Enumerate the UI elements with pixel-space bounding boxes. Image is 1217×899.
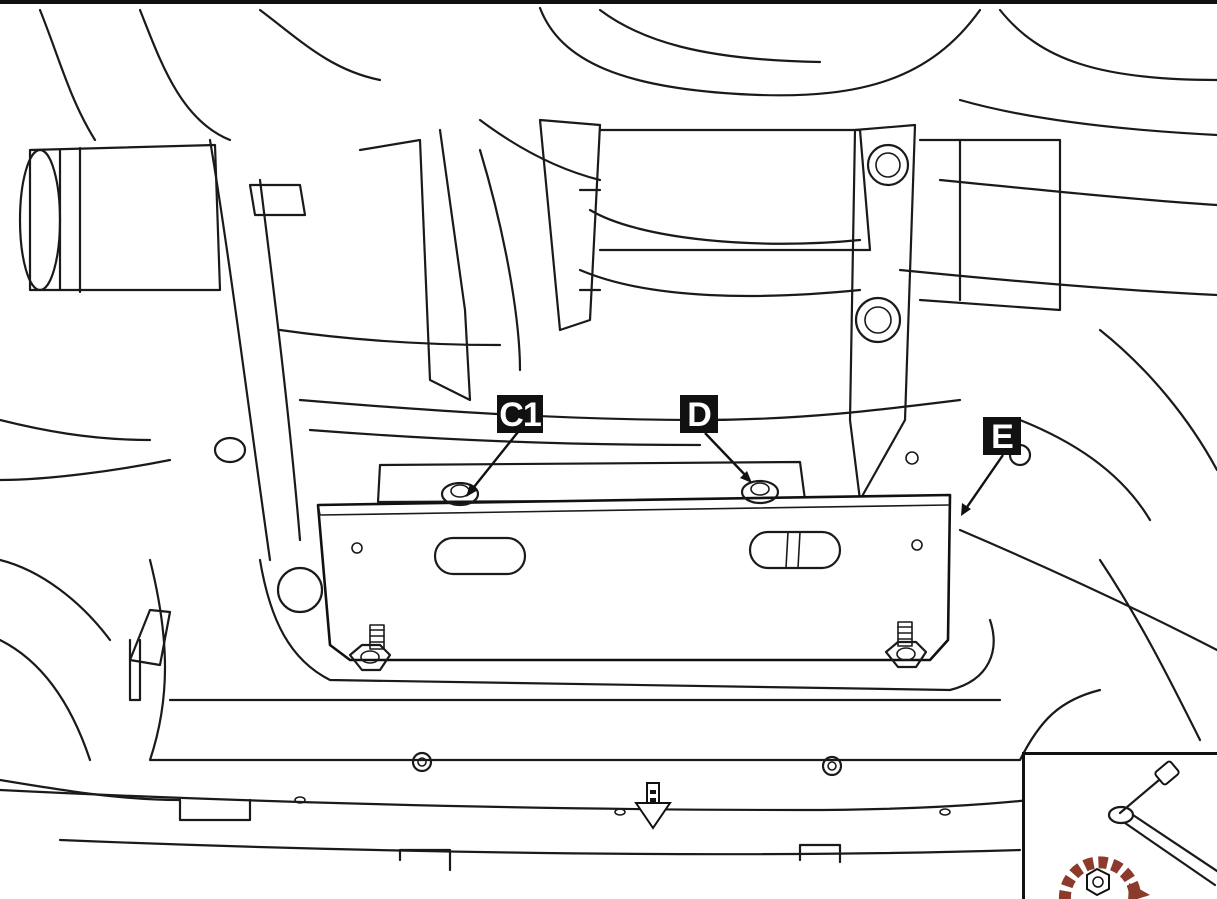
left-cylinder-assembly <box>18 143 222 294</box>
left-strut <box>208 138 307 562</box>
callout-e-label: E <box>983 417 1021 456</box>
lower-nut-right <box>884 621 928 669</box>
clockwise-rotation-arrow-icon <box>1058 856 1150 899</box>
chassis-background-lines <box>0 6 1217 802</box>
leader-arrowhead-d <box>740 471 752 483</box>
skid-plate-panel <box>316 493 952 662</box>
panel-slot-right <box>748 530 842 570</box>
inset-detail-panel <box>1022 752 1217 899</box>
inset-wrench-detail <box>1058 760 1217 899</box>
leader-arrowhead-e <box>961 503 971 516</box>
callout-d-label: D <box>680 395 718 434</box>
panel-hole-right <box>911 539 923 551</box>
left-tie-rod <box>128 566 324 702</box>
down-arrow-icon <box>634 782 672 830</box>
center-housing <box>358 118 872 402</box>
leader-line-e <box>964 454 1004 511</box>
callout-c1-label: C1 <box>497 395 543 434</box>
right-bracket <box>848 123 1062 502</box>
panel-slot-left <box>433 536 527 576</box>
bolt-d <box>740 479 780 505</box>
panel-hole-left <box>351 542 363 554</box>
lower-nut-left <box>348 624 392 672</box>
leader-arrowhead-c1 <box>466 484 478 497</box>
leader-line-c1 <box>469 431 519 493</box>
leader-line-d <box>704 432 749 479</box>
